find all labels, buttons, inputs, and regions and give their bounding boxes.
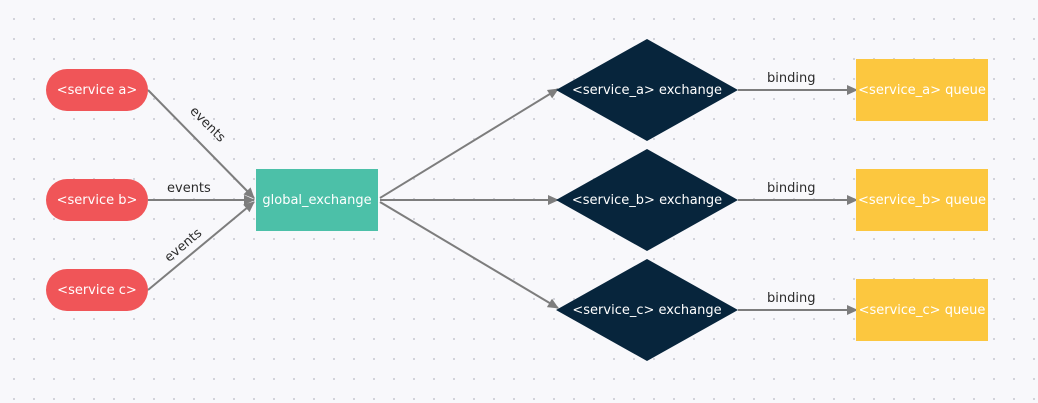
node-service-b[interactable]: <service b> (46, 179, 148, 221)
node-queue-service-b[interactable]: <service_b> queue (856, 169, 988, 231)
edge-global-to-exchange-a (379, 88, 559, 199)
node-service-b-label: <service b> (56, 192, 138, 208)
node-global-exchange[interactable]: global_exchange (256, 169, 378, 231)
node-global-exchange-label: global_exchange (262, 192, 372, 208)
node-service-c-label: <service c> (57, 282, 137, 298)
node-queue-service-a-label: <service_a> queue (858, 82, 986, 98)
edge-label-binding-c: binding (767, 291, 816, 306)
node-queue-service-a[interactable]: <service_a> queue (856, 59, 988, 121)
node-exchange-service-b-label: <service_b> exchange (571, 192, 723, 208)
edge-service-c-to-global (147, 201, 255, 291)
node-service-a[interactable]: <service a> (46, 69, 148, 111)
node-queue-service-c-label: <service_c> queue (858, 302, 986, 318)
edge-label-binding-a: binding (767, 71, 816, 86)
edge-service-a-to-global (147, 89, 255, 199)
edge-global-to-exchange-c (379, 201, 559, 309)
node-queue-service-b-label: <service_b> queue (858, 192, 986, 208)
edge-label-binding-b: binding (767, 181, 816, 196)
node-queue-service-c[interactable]: <service_c> queue (856, 279, 988, 341)
edge-label-events-b: events (167, 181, 211, 196)
node-exchange-service-c-label: <service_c> exchange (572, 302, 722, 318)
node-service-a-label: <service a> (56, 82, 138, 98)
node-service-c[interactable]: <service c> (46, 269, 148, 311)
node-exchange-service-a-label: <service_a> exchange (571, 82, 723, 98)
